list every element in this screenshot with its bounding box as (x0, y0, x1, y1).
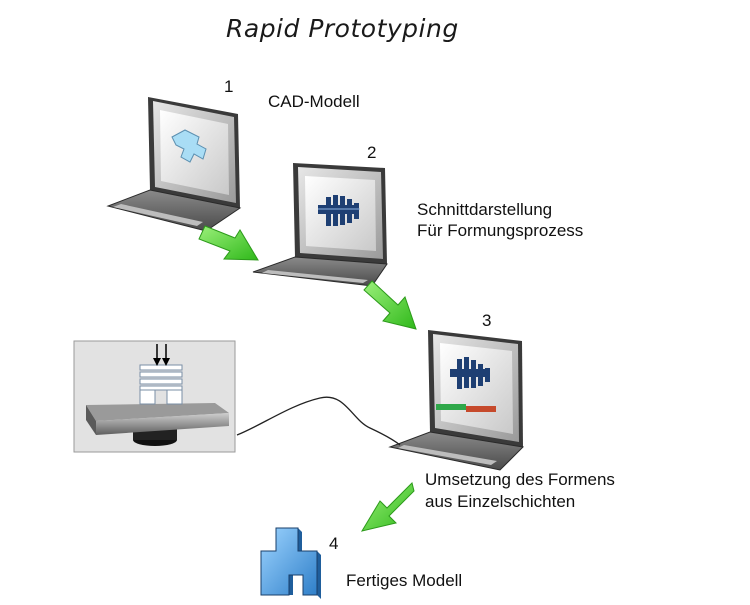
step-1-number: 1 (224, 77, 234, 96)
sliced-model-icon (318, 195, 360, 226)
step-2-label-line1: Schnittdarstellung (417, 200, 553, 219)
step-4-label: Fertiges Modell (346, 571, 463, 590)
press-down-arrows-icon (153, 344, 170, 366)
step-1-label: CAD-Modell (268, 92, 360, 111)
step-2-number: 2 (367, 143, 377, 162)
laptop-2-icon (252, 163, 388, 287)
process-label-line2: aus Einzelschichten (425, 492, 576, 511)
printer-machine-panel (73, 340, 236, 453)
laptop-3-icon (388, 330, 525, 471)
arrow-2-to-3 (363, 280, 417, 330)
step-3-number: 3 (482, 311, 492, 330)
diagram-title: Rapid Prototyping (226, 14, 459, 43)
laptop-1-icon (106, 97, 242, 232)
arrow-1-to-2 (198, 225, 259, 261)
layered-part-icon (139, 364, 183, 405)
connection-cable (236, 396, 401, 446)
step-2-label-line2: Für Formungsprozess (417, 221, 584, 240)
final-model-icon (260, 527, 321, 599)
process-label-line1: Umsetzung des Formens (425, 470, 615, 489)
progress-bar (436, 404, 496, 412)
sliced-model-screen3-icon (450, 357, 490, 389)
arrow-3-to-4 (360, 482, 415, 532)
step-4-number: 4 (329, 534, 339, 553)
